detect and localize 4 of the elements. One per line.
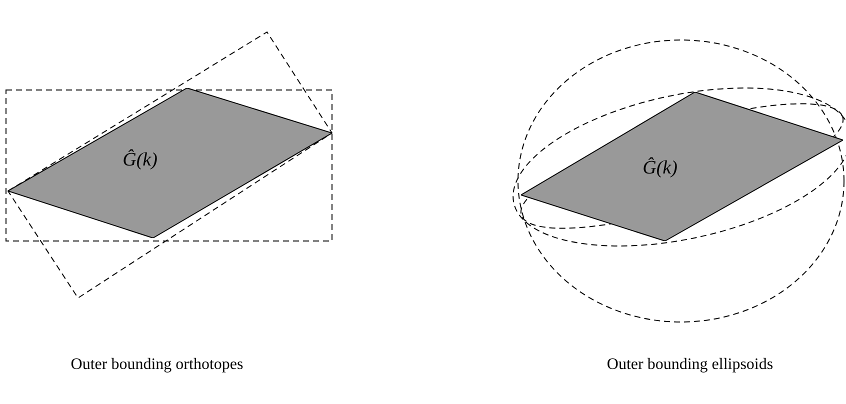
set-label: Ĝ(k) [122,150,158,170]
set-label: Ĝ(k) [642,158,678,178]
caption: Outer bounding ellipsoids [606,357,774,373]
caption: Outer bounding orthotopes [70,357,244,373]
